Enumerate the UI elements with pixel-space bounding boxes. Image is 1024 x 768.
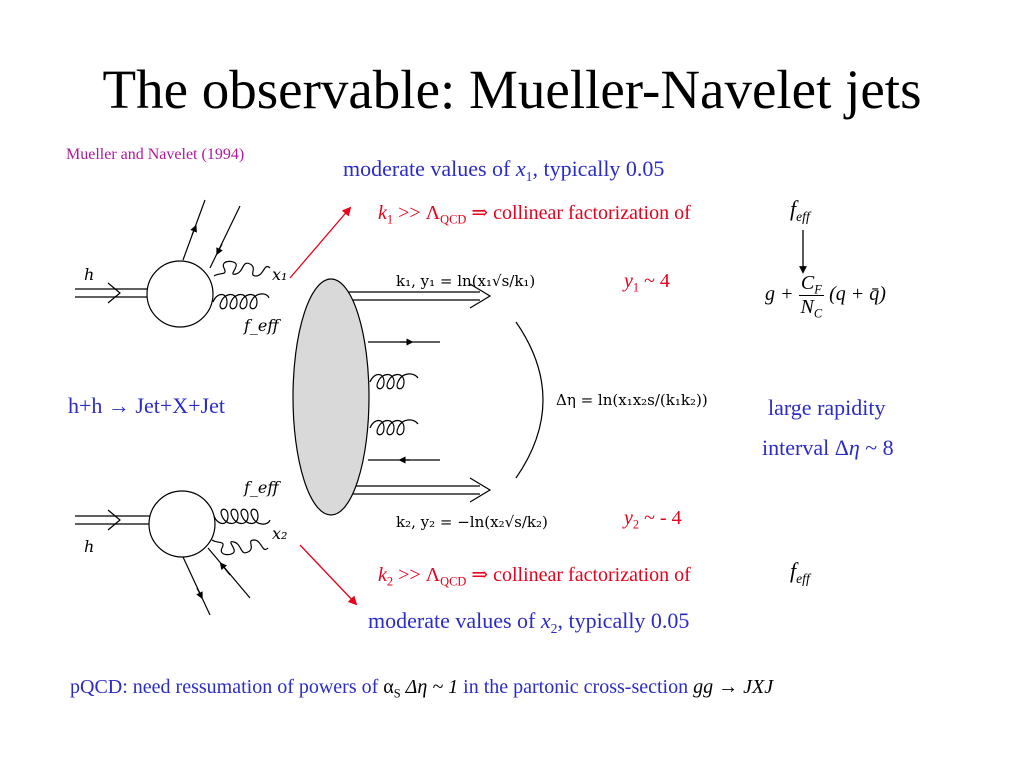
k1-rapidity-eq: k₁, y₁ = ln(x₁√s/k₁) [396, 272, 536, 290]
rapidity-bracket [515, 321, 544, 479]
top-feff: feff [790, 196, 810, 224]
bottom-hadron-blob [148, 490, 216, 558]
citation: Mueller and Navelet (1994) [66, 146, 245, 163]
bottom-red-arrow [299, 544, 358, 606]
top-gluon-feff [212, 293, 270, 310]
footer-note: pQCD: need ressumation of powers of αS Δ… [70, 676, 774, 701]
feff-top-label: f_eff [244, 316, 279, 335]
bottom-hadron-line [75, 509, 160, 531]
bottom-gluon-feff [213, 508, 271, 525]
rapidity-line1: large rapidity [768, 395, 886, 420]
central-blob [292, 278, 370, 516]
y1-value: y1 ~ 4 [624, 270, 670, 295]
h-top-label: h [84, 265, 95, 284]
bottom-gluon-emission [211, 539, 269, 556]
inner-gluon-1 [369, 373, 419, 390]
rapidity-line2: interval Δη ~ 8 [762, 435, 894, 460]
top-hadron-line [75, 282, 160, 304]
bottom-condition: k2 >> ΛQCD ⇒ collinear factorization of [378, 564, 691, 589]
top-hadron-blob [146, 260, 214, 328]
process-label: h+h → Jet+X+Jet [68, 393, 225, 418]
y2-value: y2 ~ - 4 [624, 507, 682, 532]
top-moderate-note: moderate values of x1, typically 0.05 [343, 156, 665, 184]
h-bottom-label: h [84, 537, 95, 556]
bottom-moderate-note: moderate values of x2, typically 0.05 [368, 608, 690, 636]
top-condition: k1 >> ΛQCD ⇒ collinear factorization of [378, 202, 691, 227]
k2-rapidity-eq: k₂, y₂ = −ln(x₂√s/k₂) [396, 513, 548, 531]
top-gluon-emission [213, 260, 271, 277]
page-title: The observable: Mueller-Navelet jets [102, 59, 922, 120]
top-red-arrow [289, 206, 352, 279]
x2-label: x₂ [272, 524, 288, 543]
inner-gluon-2 [369, 419, 419, 436]
x1-label: x₁ [272, 265, 288, 284]
delta-eta-eq: Δη = ln(x₁x₂s/(k₁k₂)) [556, 391, 708, 409]
feff-bottom-label: f_eff [244, 478, 279, 497]
bottom-feff: feff [790, 558, 810, 586]
